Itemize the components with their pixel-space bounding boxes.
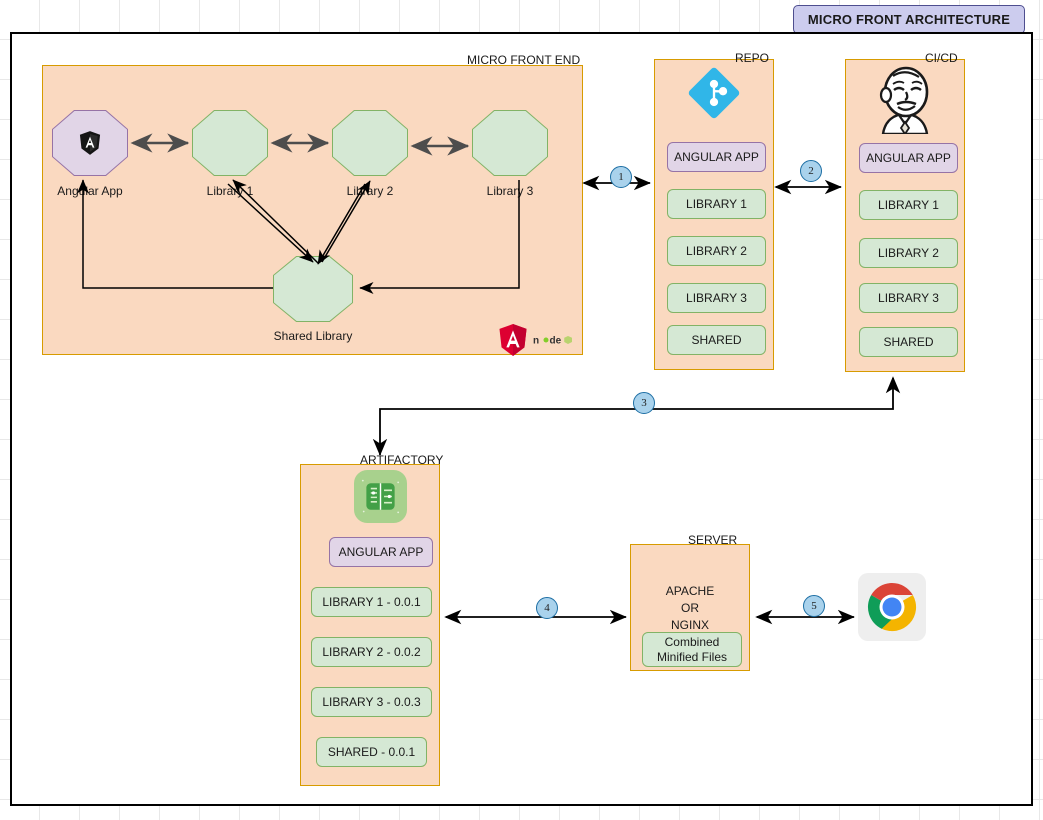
artifactory-item-label: LIBRARY 3 - 0.0.3 xyxy=(322,695,421,709)
jfrog-artifactory-icon xyxy=(354,470,407,528)
repo-item-label: LIBRARY 3 xyxy=(686,291,747,305)
cicd-item-library-1[interactable]: LIBRARY 1 xyxy=(859,190,958,220)
group-micro-frontend-title: MICRO FRONT END xyxy=(467,53,581,67)
connector-badge-2-label: 2 xyxy=(808,165,814,177)
node-shared-library[interactable] xyxy=(273,256,353,322)
node-library-1[interactable] xyxy=(192,110,268,176)
cicd-item-shared[interactable]: SHARED xyxy=(859,327,958,357)
repo-item-shared[interactable]: SHARED xyxy=(667,325,766,355)
angular-shield-icon xyxy=(79,131,101,155)
artifactory-item-label: LIBRARY 1 - 0.0.1 xyxy=(322,595,421,609)
cicd-item-library-2[interactable]: LIBRARY 2 xyxy=(859,238,958,268)
node-angular-app[interactable] xyxy=(52,110,128,176)
artifactory-item-library-2[interactable]: LIBRARY 2 - 0.0.2 xyxy=(311,637,432,667)
connector-badge-3-label: 3 xyxy=(641,397,647,409)
node-library-1-label: Library 1 xyxy=(206,184,254,198)
connector-badge-4-label: 4 xyxy=(544,602,550,614)
group-artifactory-title: ARTIFACTORY xyxy=(360,453,444,467)
cicd-item-label: LIBRARY 2 xyxy=(878,246,939,260)
connector-badge-5: 5 xyxy=(803,595,825,617)
node-angular-app-label: Angular App xyxy=(57,184,123,198)
artifactory-item-shared[interactable]: SHARED - 0.0.1 xyxy=(316,737,427,767)
git-icon xyxy=(687,66,741,125)
artifactory-item-label: ANGULAR APP xyxy=(338,545,424,559)
connector-badge-1: 1 xyxy=(610,166,632,188)
chrome-icon[interactable] xyxy=(858,573,926,646)
server-combined-minified-files[interactable]: Combined Minified Files xyxy=(642,632,742,667)
cicd-item-library-3[interactable]: LIBRARY 3 xyxy=(859,283,958,313)
artifactory-item-library-1[interactable]: LIBRARY 1 - 0.0.1 xyxy=(311,587,432,617)
repo-item-angular-app[interactable]: ANGULAR APP xyxy=(667,142,766,172)
server-stack-text: APACHE OR NGINX xyxy=(665,584,715,632)
artifactory-item-angular-app[interactable]: ANGULAR APP xyxy=(329,537,433,567)
cicd-item-label: ANGULAR APP xyxy=(866,151,951,165)
connector-badge-2: 2 xyxy=(800,160,822,182)
node-library-2-label: Library 2 xyxy=(346,184,394,198)
connector-badge-1-label: 1 xyxy=(618,171,624,183)
artifactory-item-library-3[interactable]: LIBRARY 3 - 0.0.3 xyxy=(311,687,432,717)
jenkins-butler-icon xyxy=(869,62,941,139)
connector-badge-3: 3 xyxy=(633,392,655,414)
angular-logo xyxy=(498,324,528,361)
nodejs-logo: n de xyxy=(533,331,581,354)
repo-item-label: LIBRARY 2 xyxy=(686,244,747,258)
artifactory-item-label: SHARED - 0.0.1 xyxy=(327,745,416,759)
node-library-2[interactable] xyxy=(332,110,408,176)
svg-text:de: de xyxy=(550,336,562,347)
cicd-item-label: LIBRARY 1 xyxy=(878,198,939,212)
group-repo-title: REPO xyxy=(735,51,770,65)
diagram-title-text: MICRO FRONT ARCHITECTURE xyxy=(807,12,1011,27)
connector-badge-4: 4 xyxy=(536,597,558,619)
repo-item-label: SHARED xyxy=(691,333,742,347)
repo-item-library-1[interactable]: LIBRARY 1 xyxy=(667,189,766,219)
repo-item-library-2[interactable]: LIBRARY 2 xyxy=(667,236,766,266)
repo-item-label: ANGULAR APP xyxy=(674,150,759,164)
cicd-item-angular-app[interactable]: ANGULAR APP xyxy=(859,143,958,173)
group-server-title: SERVER xyxy=(688,533,738,547)
cicd-item-label: LIBRARY 3 xyxy=(878,291,939,305)
diagram-title-banner: MICRO FRONT ARCHITECTURE xyxy=(793,5,1025,34)
artifactory-item-label: LIBRARY 2 - 0.0.2 xyxy=(322,645,421,659)
node-library-3-label: Library 3 xyxy=(486,184,534,198)
svg-text:n: n xyxy=(533,336,539,347)
server-chip-label: Combined Minified Files xyxy=(656,634,728,664)
cicd-item-label: SHARED xyxy=(883,335,934,349)
group-cicd-title: CI/CD xyxy=(925,51,958,65)
repo-item-label: LIBRARY 1 xyxy=(686,197,747,211)
connector-badge-5-label: 5 xyxy=(811,600,817,612)
node-shared-library-label: Shared Library xyxy=(273,329,353,343)
repo-item-library-3[interactable]: LIBRARY 3 xyxy=(667,283,766,313)
node-library-3[interactable] xyxy=(472,110,548,176)
